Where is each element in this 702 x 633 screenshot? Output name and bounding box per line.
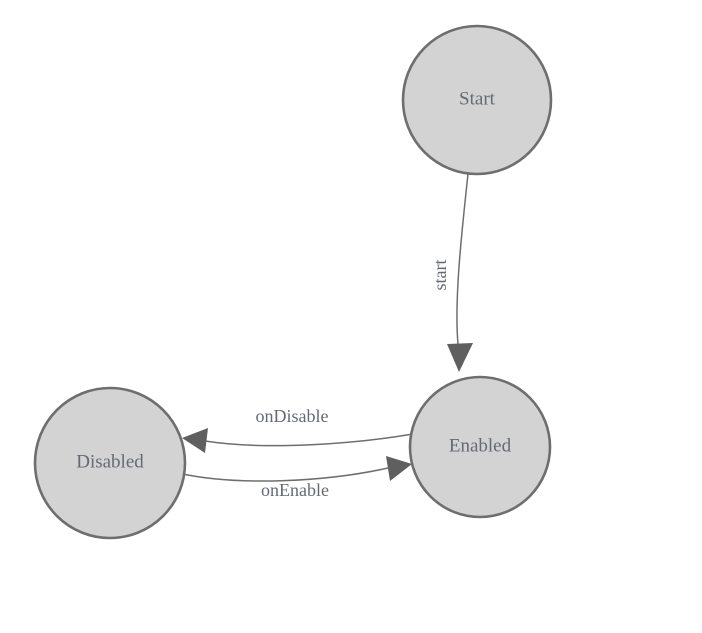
state-node-enabled[interactable]: Enabled <box>408 375 552 519</box>
state-label-disabled: Disabled <box>76 451 144 472</box>
transition-label-start: start <box>430 260 450 291</box>
state-circle <box>401 24 553 176</box>
transition-disabled-to-enabled[interactable]: onEnable <box>177 456 412 500</box>
transition-line <box>177 467 389 482</box>
state-circle <box>33 386 187 540</box>
state-circle <box>408 375 552 519</box>
transition-line <box>204 433 414 447</box>
transition-enabled-to-disabled[interactable]: onDisable <box>182 406 414 453</box>
states-layer: Start Enabled Disabled <box>33 24 553 540</box>
arrowhead-icon <box>386 456 412 481</box>
transition-label-onenable: onEnable <box>261 480 329 500</box>
arrowhead-icon <box>447 343 473 372</box>
transition-label-ondisable: onDisable <box>256 406 329 426</box>
state-label-enabled: Enabled <box>449 435 512 456</box>
transition-line <box>456 173 469 345</box>
state-node-disabled[interactable]: Disabled <box>33 386 187 540</box>
state-node-start[interactable]: Start <box>401 24 553 176</box>
state-label-start: Start <box>459 88 496 109</box>
transition-start-to-enabled[interactable]: start <box>430 173 473 372</box>
arrowhead-icon <box>182 428 208 453</box>
transitions-layer: start onDisable onEnable <box>177 173 473 500</box>
